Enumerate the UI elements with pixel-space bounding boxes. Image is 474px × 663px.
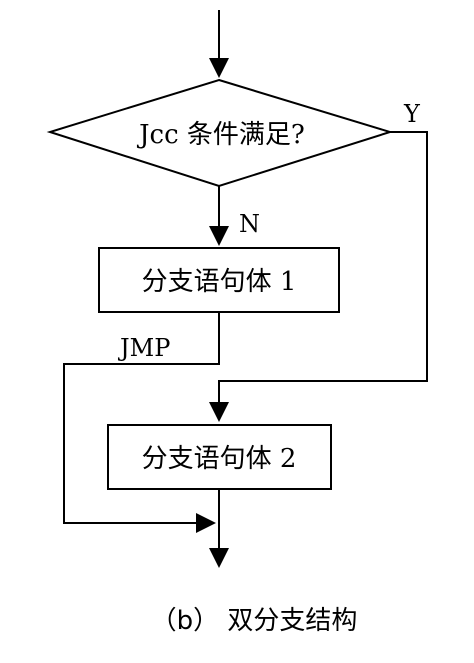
figure-caption: （b） 双分支结构 — [151, 606, 358, 636]
exit-arrow-head — [209, 548, 229, 568]
branch2-box — [107, 424, 332, 490]
jmp-arrow-head — [196, 513, 216, 533]
branch2-label: 分支语句体 2 — [142, 444, 297, 474]
yes-label: Y — [403, 100, 421, 128]
branch1-label: 分支语句体 1 — [142, 267, 297, 297]
condition-label: Jcc 条件满足? — [136, 120, 305, 150]
no-branch-arrow-head — [209, 226, 229, 246]
jmp-path — [63, 312, 220, 524]
yes-branch-arrow-head — [209, 402, 229, 422]
no-label: N — [239, 210, 260, 238]
branch1-box — [98, 247, 340, 313]
entry-arrow-head — [209, 58, 229, 78]
yes-branch-path — [218, 131, 428, 404]
jump-label: JMP — [117, 334, 170, 362]
